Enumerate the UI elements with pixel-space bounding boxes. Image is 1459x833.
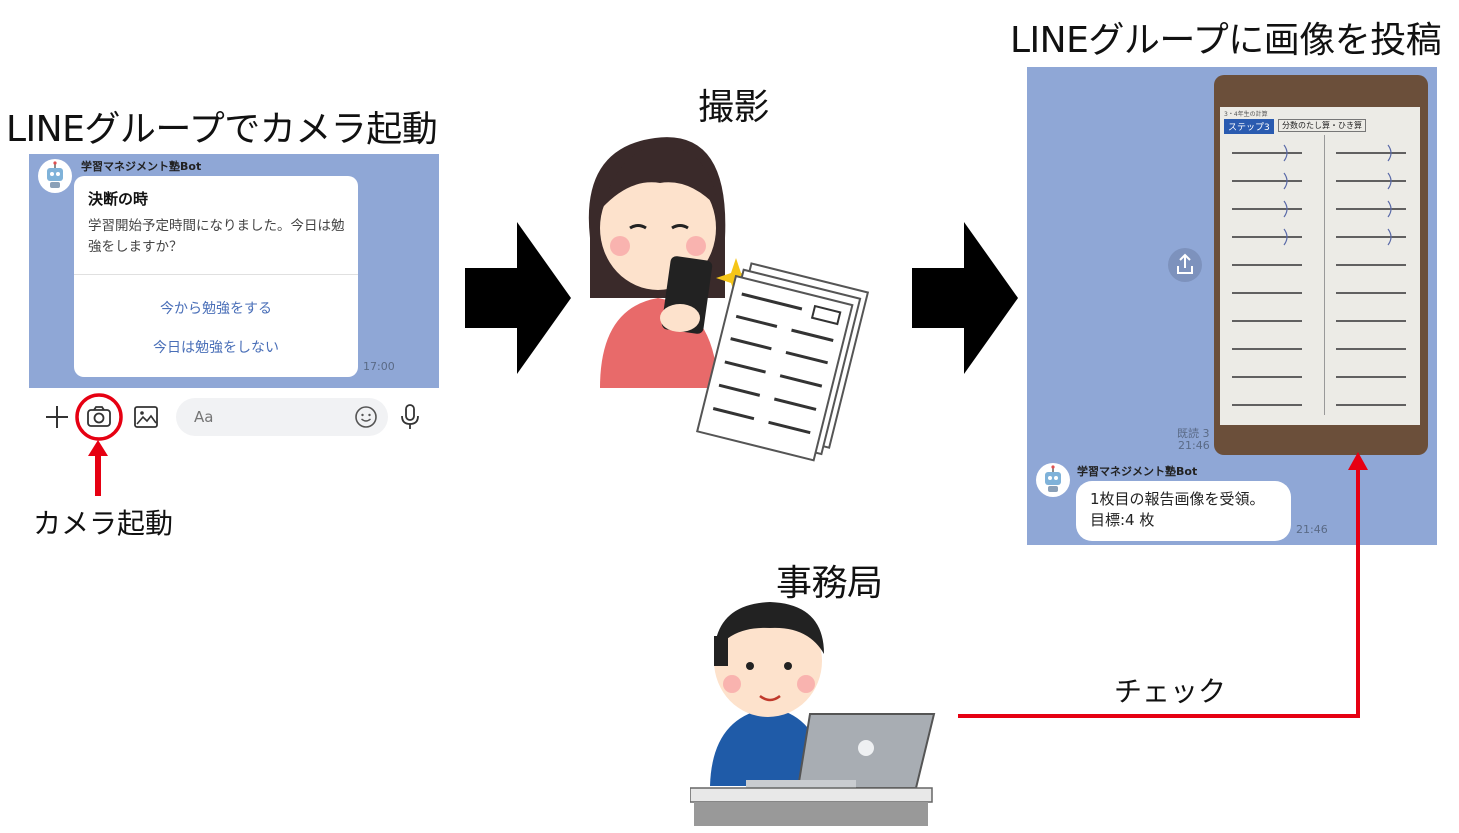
office-worker-illustration xyxy=(690,602,936,826)
worksheet-problems xyxy=(1232,144,1406,406)
photo-time: 21:46 xyxy=(1178,439,1210,452)
card-divider xyxy=(74,274,358,275)
arrow-right-icon xyxy=(912,222,1018,374)
left-chat-panel: 学習マネジメント塾Bot 決断の時 学習開始予定時間になりました。今日は勉強をし… xyxy=(29,154,439,388)
card-title: 決断の時 xyxy=(88,190,149,208)
check-label: チェック xyxy=(1114,675,1227,708)
camera-icon[interactable] xyxy=(74,392,124,442)
worksheet-subtitle: 分数のたし算・ひき算 xyxy=(1278,119,1366,132)
camera-start-label: カメラ起動 xyxy=(33,507,174,540)
mic-icon[interactable] xyxy=(398,403,422,431)
worksheet-page: 3・4年生の計算 ステップ3 分数のたし算・ひき算 xyxy=(1220,107,1420,425)
no-study-button[interactable]: 今日は勉強をしない xyxy=(153,340,279,356)
bot-reply-line-2: 目標:4 枚 xyxy=(1090,511,1155,529)
reply-time: 21:46 xyxy=(1296,523,1328,536)
bot-reply-bubble: 1枚目の報告画像を受領。 目標:4 枚 xyxy=(1076,481,1291,541)
worksheet-column-divider xyxy=(1324,135,1325,415)
share-icon[interactable] xyxy=(1167,247,1203,283)
robot-avatar-icon xyxy=(38,159,72,193)
decision-card: 決断の時 学習開始予定時間になりました。今日は勉強をしますか？ 今から勉強をする… xyxy=(74,176,358,377)
camera-pointer-arrow xyxy=(88,440,108,496)
plus-icon[interactable] xyxy=(44,404,70,430)
arrow-right-icon xyxy=(465,222,571,374)
heading-office: 事務局 xyxy=(776,563,883,604)
heading-photograph: 撮影 xyxy=(698,87,770,128)
left-bot-name: 学習マネジメント塾Bot xyxy=(81,160,202,173)
message-input[interactable] xyxy=(192,407,356,427)
bot-reply-line-1: 1枚目の報告画像を受領。 xyxy=(1090,490,1265,508)
message-input-box[interactable] xyxy=(176,398,388,436)
worksheet-corner-text: 3・4年生の計算 xyxy=(1224,111,1268,118)
left-chat-time: 17:00 xyxy=(363,360,395,373)
woman-photographing-illustration xyxy=(588,137,870,462)
worksheet-step-badge: ステップ3 xyxy=(1224,119,1274,134)
study-now-button[interactable]: 今から勉強をする xyxy=(160,301,272,317)
read-status: 既読 3 xyxy=(1177,427,1210,440)
check-flow-line xyxy=(958,452,1368,718)
right-chat-panel: 既読 3 21:46 3・4年生の計算 ステップ3 分数のたし算・ひき算 xyxy=(1027,67,1437,545)
heading-camera-start: LINEグループでカメラ起動 xyxy=(6,109,438,150)
emoji-icon[interactable] xyxy=(354,405,378,429)
image-icon[interactable] xyxy=(133,404,159,430)
card-body: 学習開始予定時間になりました。今日は勉強をしますか？ xyxy=(88,218,345,255)
robot-avatar-icon xyxy=(1036,463,1070,497)
worksheet-photo[interactable]: 3・4年生の計算 ステップ3 分数のたし算・ひき算 xyxy=(1214,75,1428,455)
right-bot-name: 学習マネジメント塾Bot xyxy=(1077,465,1198,478)
heading-post-image: LINEグループに画像を投稿 xyxy=(1010,20,1442,61)
